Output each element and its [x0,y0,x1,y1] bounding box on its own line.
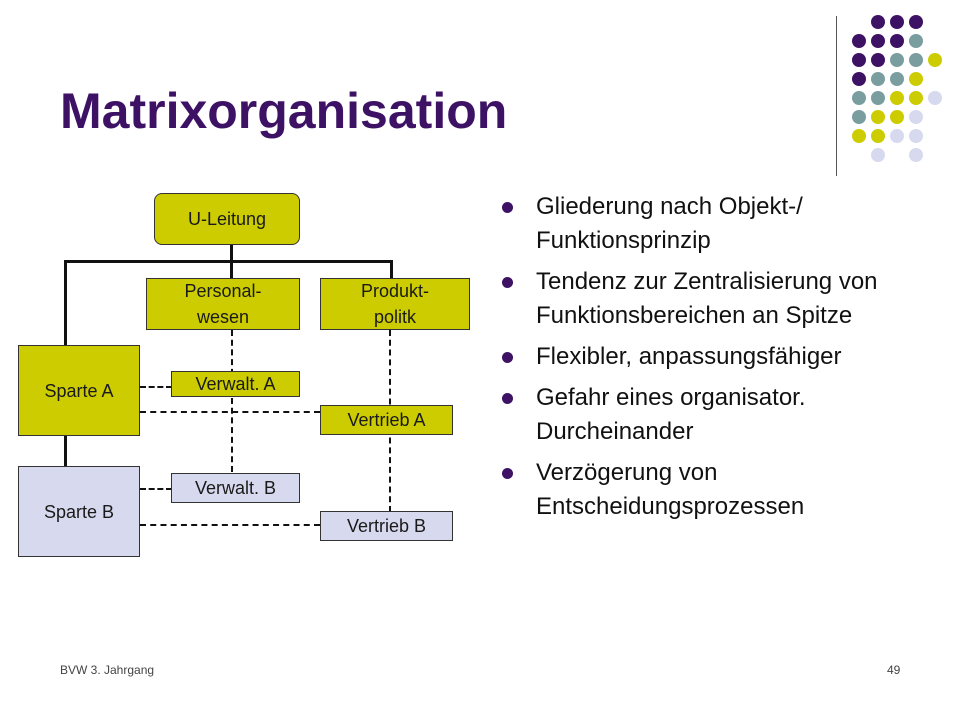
connector-line [230,260,233,278]
bullet-dot-icon [502,277,513,288]
sparte-a-box: Sparte A [18,345,140,436]
produktpolitik-label: Produkt- politk [360,281,430,327]
bullet-text: Flexibler, anpassungsfähiger [536,343,842,370]
verwalt-b-label: Verwalt. B [194,478,277,498]
decorative-dot [871,129,885,143]
u-leitung-box: U-Leitung [154,193,300,245]
page-number: 49 [887,663,901,677]
bullet-item: Gefahr eines organisator. Durcheinander [500,381,920,449]
dashed-line [140,386,172,388]
connector-line [230,244,233,261]
vertrieb-b-box: Vertrieb B [320,511,453,541]
produktpolitik-box: Produkt- politk [320,278,470,330]
decorative-dot [890,34,904,48]
u-leitung-label: U-Leitung [187,209,267,229]
decorative-dot [909,110,923,124]
bullet-item: Tendenz zur Zentralisierung von Funktion… [500,265,920,333]
decorative-dot [871,148,885,162]
decorative-dot [928,91,942,105]
vertrieb-a-label: Vertrieb A [347,410,426,430]
decorative-dot [928,53,942,67]
verwalt-a-label: Verwalt. A [195,374,276,394]
decorative-dot [909,53,923,67]
decorative-dot [890,72,904,86]
vertrieb-b-label: Vertrieb B [346,516,427,536]
decorative-divider-line [836,16,837,176]
bullet-dot-icon [502,352,513,363]
connector-line [64,435,67,467]
personalwesen-box: Personal- wesen [146,278,300,330]
dashed-line [140,411,320,413]
connector-line [64,260,67,346]
decorative-dot [871,91,885,105]
decorative-dot [871,15,885,29]
slide-title: Matrixorganisation [60,83,508,139]
verwalt-b-box: Verwalt. B [171,473,300,503]
decorative-dot [871,34,885,48]
bullet-list: Gliederung nach Objekt-/ Funktionsprinzi… [500,190,920,531]
decorative-dot [852,129,866,143]
decorative-dot [909,148,923,162]
bullet-text: Tendenz zur Zentralisierung von Funktion… [536,268,878,329]
bullet-dot-icon [502,393,513,404]
connector-line [390,260,393,278]
dashed-line [231,330,233,472]
decorative-dot [909,129,923,143]
connector-line [64,260,392,263]
decorative-dot [871,53,885,67]
sparte-b-box: Sparte B [18,466,140,557]
dashed-line [140,524,320,526]
decorative-dot [909,91,923,105]
dashed-line [140,488,172,490]
decorative-dot [890,15,904,29]
sparte-b-label: Sparte B [43,501,115,522]
bullet-text: Verzögerung von Entscheidungsprozessen [536,459,805,520]
decorative-dot [909,34,923,48]
decorative-dot [852,72,866,86]
bullet-dot-icon [502,202,513,213]
verwalt-a-box: Verwalt. A [171,371,300,397]
bullet-item: Flexibler, anpassungsfähiger [500,340,920,374]
decorative-dot [890,91,904,105]
bullet-item: Verzögerung von Entscheidungsprozessen [500,456,920,524]
decorative-dot [852,91,866,105]
footer-label: BVW 3. Jahrgang [60,663,155,677]
bullet-dot-icon [502,468,513,479]
decorative-dot [871,110,885,124]
decorative-dot [890,53,904,67]
vertrieb-a-box: Vertrieb A [320,405,453,435]
decorative-dot [871,72,885,86]
bullet-item: Gliederung nach Objekt-/ Funktionsprinzi… [500,190,920,258]
decorative-dot [852,53,866,67]
personalwesen-label: Personal- wesen [184,281,262,327]
bullet-text: Gefahr eines organisator. Durcheinander [536,384,806,445]
decorative-dot [852,110,866,124]
decorative-dot [909,15,923,29]
sparte-a-label: Sparte A [44,380,114,401]
decorative-dot [890,110,904,124]
decorative-dot [909,72,923,86]
bullet-text: Gliederung nach Objekt-/ Funktionsprinzi… [536,193,803,254]
decorative-dot [852,34,866,48]
decorative-dot [890,129,904,143]
